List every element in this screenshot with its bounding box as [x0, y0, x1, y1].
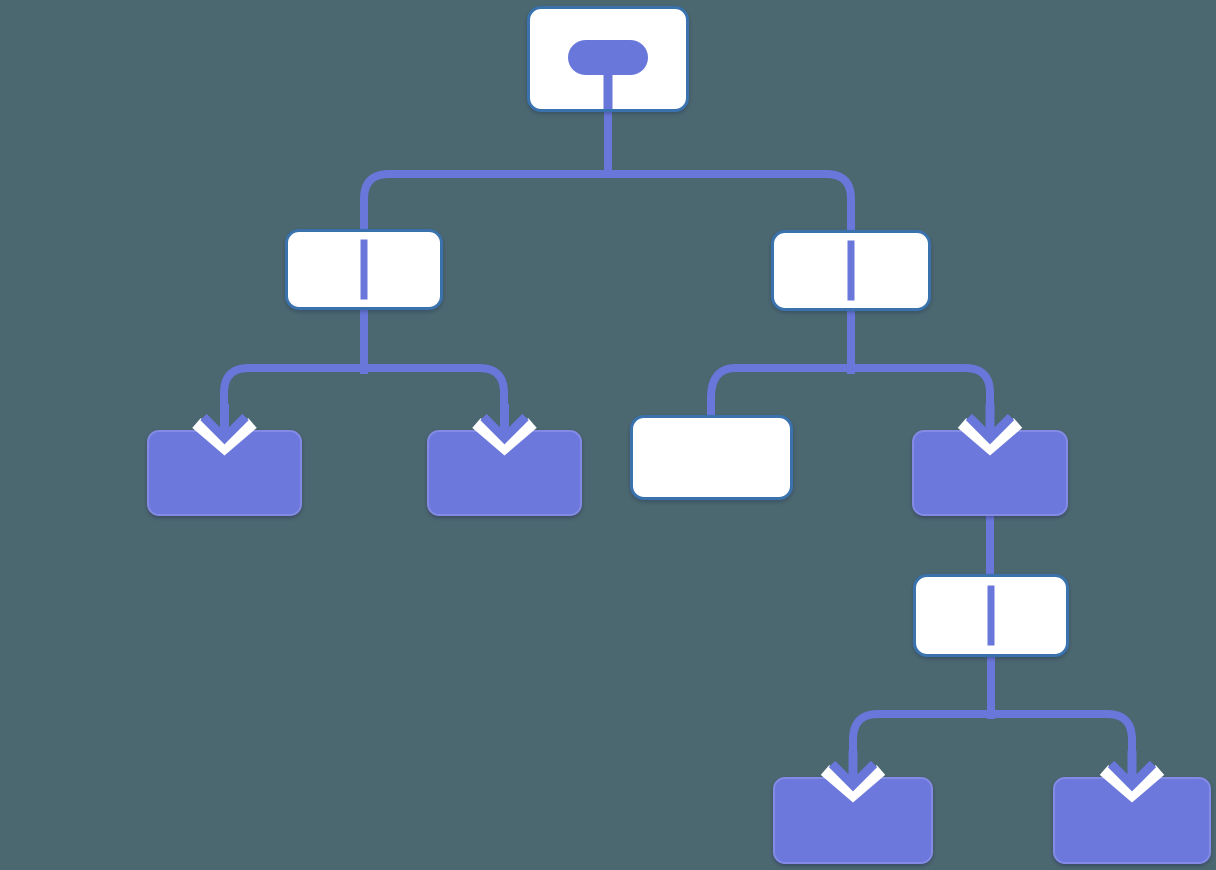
tree-node-leaf-empty[interactable] [630, 415, 793, 500]
tree-node-branch-right-sub[interactable] [913, 574, 1069, 657]
tree-node-drop-left-1[interactable] [147, 430, 302, 516]
tree-node-drop-left-2[interactable] [427, 430, 582, 516]
connector-edge [360, 170, 855, 231]
tree-node-branch-left[interactable] [285, 229, 443, 310]
tree-node-drop-bottom-1[interactable] [773, 777, 933, 864]
connector-edge [849, 710, 1136, 768]
tree-node-drop-right[interactable] [912, 430, 1068, 516]
tree-node-root[interactable] [527, 6, 689, 112]
tree-node-drop-bottom-2[interactable] [1053, 777, 1211, 864]
tree-node-branch-right[interactable] [771, 230, 931, 311]
connector-edge [220, 364, 508, 420]
connector-edge [707, 364, 994, 420]
